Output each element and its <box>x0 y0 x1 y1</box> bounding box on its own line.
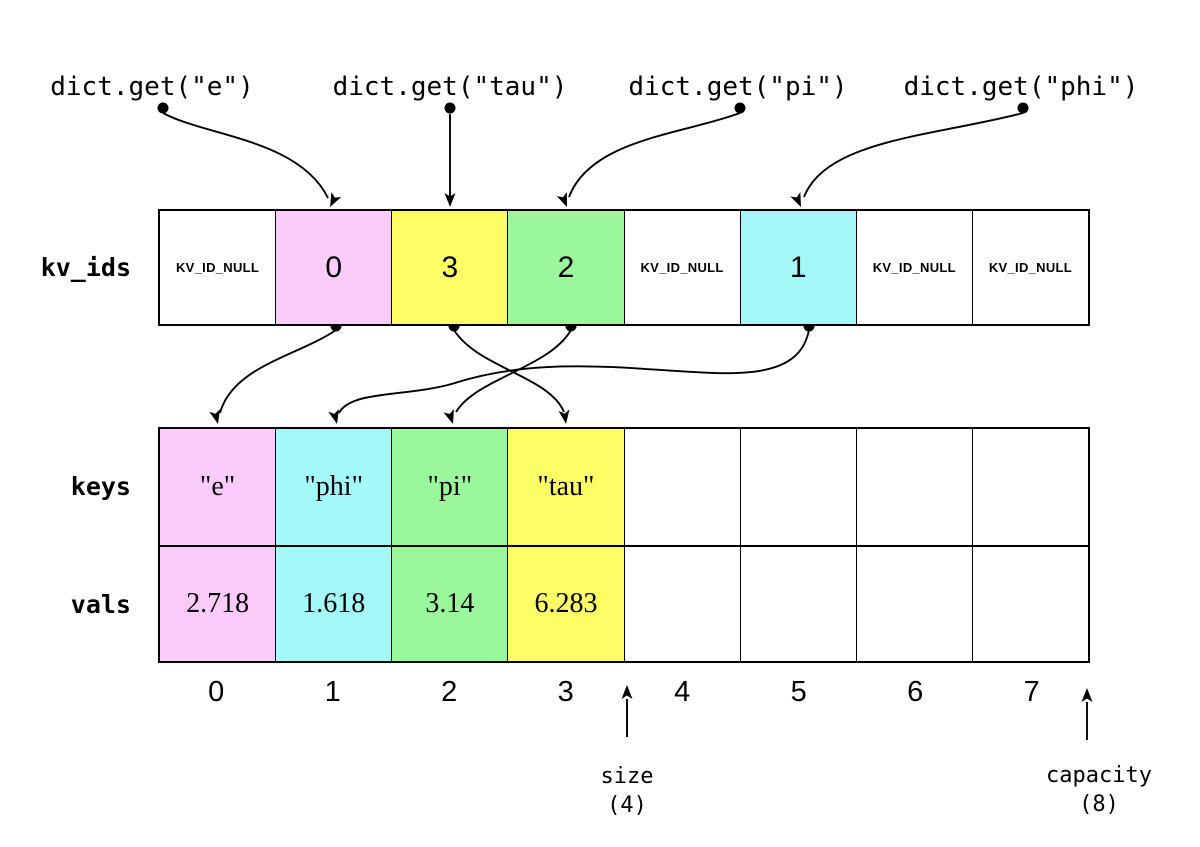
keys-cell-4 <box>624 429 741 545</box>
slot-index-5: 5 <box>790 675 807 708</box>
slot-index-1: 1 <box>324 675 341 708</box>
row-label-vals: vals <box>70 589 131 619</box>
arrowhead-icon <box>790 191 801 207</box>
arrow-get-e <box>162 112 329 199</box>
arrow-kvid-0-to-key-0 <box>219 329 337 414</box>
keys-cell-2: "pi" <box>392 429 509 545</box>
vals-cell-5 <box>740 547 857 661</box>
arrowhead-icon <box>443 408 454 424</box>
vals-cell-0: 2.718 <box>160 547 277 661</box>
size-marker-label: size <box>600 764 654 789</box>
slot-index-4: 4 <box>674 675 691 708</box>
arrow-kvid-1-to-key-1 <box>338 329 810 414</box>
size-marker-value: (4) <box>607 793 647 818</box>
kv-ids-cell-6: KV_ID_NULL <box>856 211 973 324</box>
kv-ids-cell-5: 1 <box>740 211 857 324</box>
keys-array: "e" "phi" "pi" "tau" <box>158 427 1090 545</box>
call-label-get-phi: dict.get("phi") <box>903 72 1139 102</box>
vals-array: 2.718 1.618 3.14 6.283 <box>158 545 1090 663</box>
arrowhead-icon <box>558 409 570 424</box>
arrowhead-icon <box>328 409 339 424</box>
vals-cell-7 <box>972 547 1088 661</box>
kv-ids-cell-4: KV_ID_NULL <box>624 211 741 324</box>
vals-cell-6 <box>856 547 973 661</box>
dot-get-phi <box>1017 102 1029 114</box>
keys-cell-5 <box>740 429 857 545</box>
arrowhead-icon <box>444 193 456 207</box>
vals-cell-4 <box>624 547 741 661</box>
kv-ids-cell-1: 0 <box>276 211 393 324</box>
kv-ids-cell-7: KV_ID_NULL <box>972 211 1088 324</box>
arrow-kvid-3-to-key-3 <box>453 329 565 413</box>
arrow-kvid-2-to-key-2 <box>455 329 572 413</box>
keys-cell-1: "phi" <box>276 429 393 545</box>
arrowhead-icon <box>556 191 567 207</box>
arrowhead-icon <box>209 409 220 424</box>
dot-get-e <box>157 102 169 114</box>
capacity-marker-value: (8) <box>1079 792 1119 817</box>
arrow-get-pi <box>568 112 741 198</box>
call-label-get-tau: dict.get("tau") <box>332 72 568 102</box>
call-label-get-pi: dict.get("pi") <box>628 72 848 102</box>
call-label-get-e: dict.get("e") <box>50 72 254 102</box>
capacity-marker-label: capacity <box>1046 763 1152 788</box>
kv-ids-cell-2: 3 <box>392 211 509 324</box>
dot-get-pi <box>734 102 746 114</box>
arrow-get-phi <box>803 112 1024 198</box>
slot-index-3: 3 <box>557 675 574 708</box>
keys-cell-7 <box>972 429 1088 545</box>
dot-get-tau <box>444 102 456 114</box>
kv-ids-array: KV_ID_NULL 0 3 2 KV_ID_NULL 1 KV_ID_NULL… <box>158 209 1090 326</box>
slot-index-2: 2 <box>441 675 458 708</box>
kv-ids-cell-0: KV_ID_NULL <box>160 211 277 324</box>
vals-cell-1: 1.618 <box>276 547 393 661</box>
kv-ids-cell-3: 2 <box>508 211 625 324</box>
slot-index-row: 0 1 2 3 4 5 6 7 <box>158 676 1090 708</box>
keys-cell-0: "e" <box>160 429 277 545</box>
slot-index-6: 6 <box>907 675 924 708</box>
keys-cell-3: "tau" <box>508 429 625 545</box>
slot-index-0: 0 <box>208 675 225 708</box>
vals-cell-2: 3.14 <box>392 547 509 661</box>
vals-cell-3: 6.283 <box>508 547 625 661</box>
row-label-kv-ids: kv_ids <box>40 253 131 282</box>
slot-index-7: 7 <box>1023 675 1040 708</box>
arrowhead-icon <box>330 192 342 207</box>
keys-cell-6 <box>856 429 973 545</box>
row-label-keys: keys <box>70 471 131 501</box>
